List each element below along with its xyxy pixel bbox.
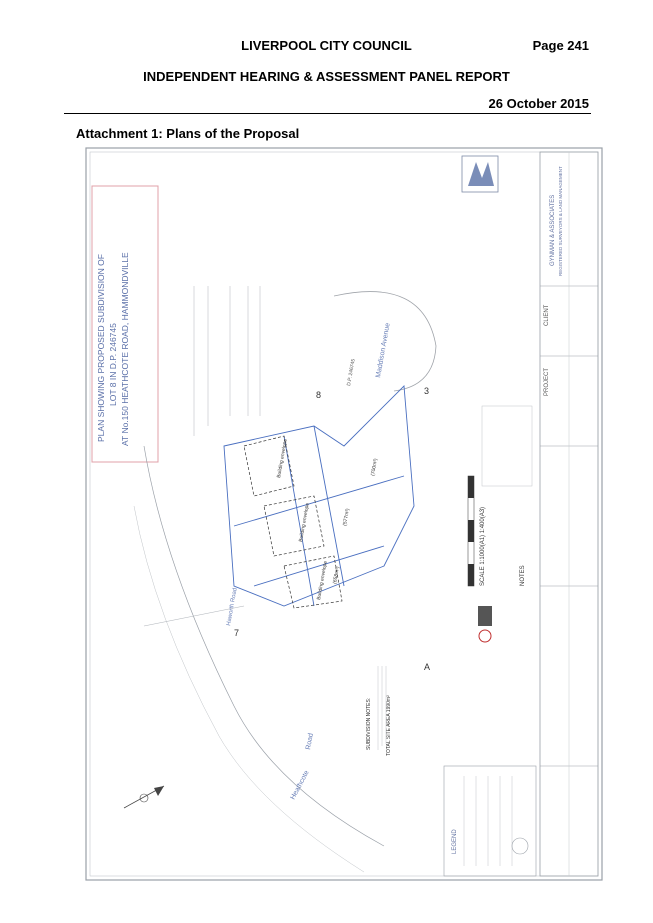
- total-site-area: TOTAL SITE AREA 1990m²: [386, 695, 392, 756]
- header-divider: [64, 113, 591, 114]
- project-label: PROJECT: [544, 368, 550, 396]
- scale-label: SCALE 1:1000(A1) 1:400(A3): [480, 507, 486, 586]
- report-title: INDEPENDENT HEARING & ASSESSMENT PANEL R…: [143, 69, 510, 84]
- road-kerb: [133, 505, 365, 873]
- council-name: LIVERPOOL CITY COUNCIL: [241, 38, 412, 53]
- area-label-1: (700m²): [370, 458, 379, 477]
- lot-3-label: 3: [424, 386, 429, 396]
- plan-title-box: [91, 185, 159, 463]
- plan-title-line3: AT No.150 HEATHCOTE ROAD, HAMMONDVILLE: [120, 252, 130, 446]
- legend-symbol-icon: [511, 837, 529, 855]
- plan-title-line2: LOT 8 IN D.P. 246745: [108, 323, 118, 406]
- plan-border: [85, 147, 603, 881]
- dp-label: D.P. 246745: [346, 358, 357, 386]
- area-label-2: (577m²): [342, 508, 351, 527]
- easement-notes: [193, 286, 261, 436]
- client-label: CLIENT: [544, 304, 550, 326]
- attachment-title: Attachment 1: Plans of the Proposal: [76, 126, 300, 141]
- lot-8-label: 8: [316, 390, 321, 400]
- cul-de-sac: [333, 291, 437, 392]
- subdivision-notes-heading: SUBDIVISION NOTES:: [366, 698, 372, 750]
- lot-a-label: A: [424, 662, 430, 672]
- plan-drawing: PLAN SHOWING PROPOSED SUBDIVISION OF LOT…: [84, 146, 604, 882]
- legend-label: LEGEND: [452, 829, 458, 854]
- legend-box: [443, 765, 537, 877]
- building-envelopes: [243, 435, 343, 609]
- council-logo-icon: [478, 606, 492, 643]
- lot-7-label: 7: [234, 628, 239, 638]
- disclaimer-box: [481, 405, 533, 487]
- scale-bar: [467, 475, 475, 587]
- road-boundary: [143, 445, 385, 847]
- north-arrow-icon: [123, 785, 165, 809]
- plan-svg: PLAN SHOWING PROPOSED SUBDIVISION OF LOT…: [85, 147, 603, 881]
- page-number: Page 241: [532, 38, 589, 53]
- plan-title-line1: PLAN SHOWING PROPOSED SUBDIVISION OF: [96, 254, 106, 442]
- company-name: GYNMAN & ASSOCIATES: [550, 195, 556, 266]
- notes-lines: [377, 666, 387, 750]
- notes-label: NOTES: [520, 565, 526, 586]
- legend-lines: [463, 776, 513, 866]
- company-logo-icon: [461, 155, 499, 193]
- area-label-3: (658m²): [332, 566, 341, 585]
- company-subtitle: REGISTERED SURVEYORS & LAND MANAGEMENT: [558, 166, 563, 276]
- street-road: Road: [305, 733, 315, 751]
- lot-boundaries: [223, 384, 415, 607]
- report-date: 26 October 2015: [488, 96, 589, 111]
